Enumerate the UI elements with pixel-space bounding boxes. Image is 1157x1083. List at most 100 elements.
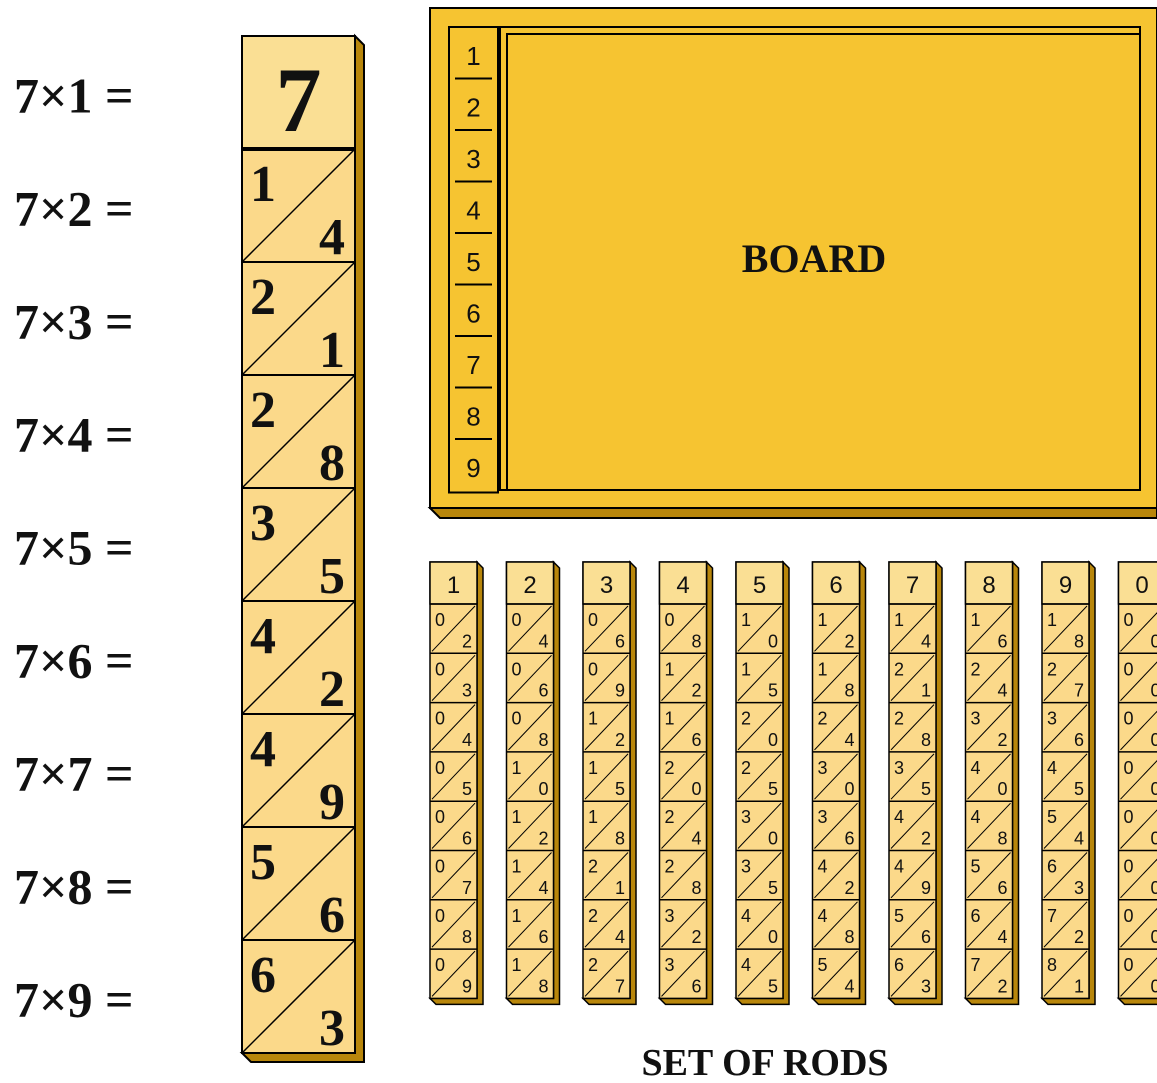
rod-cell-tens: 1 [818, 659, 828, 679]
rod-cell-ones: 2 [462, 631, 472, 651]
big-rod-ones-digit: 4 [319, 209, 345, 266]
big-rod-ones-digit: 6 [319, 887, 345, 944]
rod-cell-ones: 3 [462, 681, 472, 701]
big-rod-ones-digit: 2 [319, 661, 345, 718]
rod-cell-tens: 4 [818, 906, 828, 926]
rod-cell-tens: 2 [588, 857, 598, 877]
rod-cell-tens: 0 [588, 610, 598, 630]
rod-cell-tens: 3 [894, 758, 904, 778]
rod-cell-ones: 2 [538, 829, 548, 849]
rod-cell-tens: 1 [512, 807, 522, 827]
board-row-number: 7 [466, 350, 480, 380]
rod-cell-ones: 1 [921, 681, 931, 701]
rod-cell-tens: 1 [665, 709, 675, 729]
rod-cell-tens: 0 [435, 906, 445, 926]
rod-cell-tens: 3 [971, 709, 981, 729]
rod-head-digit: 3 [600, 572, 613, 599]
rod-cell-ones: 4 [691, 829, 701, 849]
board-row-number: 8 [466, 402, 480, 432]
rod-cell-tens: 2 [1047, 659, 1057, 679]
rod-cell-ones: 1 [615, 878, 625, 898]
rod-cell-tens: 4 [741, 955, 751, 975]
rod-head-digit: 4 [676, 572, 689, 599]
rod-cell-tens: 2 [588, 955, 598, 975]
rod-cell-ones: 0 [997, 779, 1007, 799]
rod-cell-tens: 5 [894, 906, 904, 926]
rod-cell-ones: 6 [691, 976, 701, 996]
rod-cell-ones: 0 [1150, 730, 1157, 750]
rod-head-digit: 2 [523, 572, 536, 599]
big-rod-tens-digit: 6 [250, 947, 276, 1004]
rod-cell-tens: 2 [665, 758, 675, 778]
rod-cell-ones: 7 [462, 878, 472, 898]
rod-cell-ones: 0 [768, 730, 778, 750]
rod-cell-tens: 4 [894, 807, 904, 827]
rod-cell-tens: 3 [818, 807, 828, 827]
rod-cell-ones: 0 [768, 829, 778, 849]
rod-cell-tens: 4 [971, 807, 981, 827]
rod-cell-ones: 5 [1074, 779, 1084, 799]
rod-cell-ones: 4 [462, 730, 472, 750]
rod-cell-tens: 0 [1124, 758, 1134, 778]
rod-cell-ones: 8 [691, 631, 701, 651]
rod-cell-ones: 3 [1074, 878, 1084, 898]
rod-cell-tens: 6 [894, 955, 904, 975]
rod-cell-tens: 0 [435, 610, 445, 630]
rod-cell-tens: 1 [741, 659, 751, 679]
rod-cell-ones: 4 [844, 976, 854, 996]
rod-cell-tens: 0 [1124, 610, 1134, 630]
rod-cell-tens: 1 [512, 857, 522, 877]
board-title: BOARD [742, 236, 886, 281]
rod-cell-tens: 0 [435, 857, 445, 877]
rod-cell-ones: 2 [844, 878, 854, 898]
rod-cell-tens: 1 [512, 955, 522, 975]
rod-head-digit: 0 [1135, 572, 1148, 599]
board-shadow [430, 508, 1157, 518]
rod-cell-tens: 0 [588, 659, 598, 679]
rod-cell-ones: 0 [768, 927, 778, 947]
big-rod-seven: 71421283542495663 [242, 36, 364, 1062]
rod-cell-ones: 0 [1150, 927, 1157, 947]
rod-cell-ones: 5 [768, 878, 778, 898]
rod-cell-ones: 6 [997, 631, 1007, 651]
rod-cell-ones: 8 [462, 927, 472, 947]
equation-label: 7×3 = [14, 294, 133, 350]
equation-labels: 7×1 =7×2 =7×3 =7×4 =7×5 =7×6 =7×7 =7×8 =… [14, 68, 133, 1028]
rod-cell-tens: 0 [665, 610, 675, 630]
rod-cell-tens: 1 [971, 610, 981, 630]
rod-cell-ones: 5 [615, 779, 625, 799]
rod-cell-ones: 6 [691, 730, 701, 750]
rod-cell-tens: 3 [1047, 709, 1057, 729]
rod-head-digit: 8 [982, 572, 995, 599]
rod-cell-tens: 3 [741, 807, 751, 827]
rod-cell-tens: 1 [588, 807, 598, 827]
rod-cell-tens: 0 [1124, 709, 1134, 729]
big-rod-tens-digit: 2 [250, 269, 276, 326]
rod-cell-ones: 5 [462, 779, 472, 799]
rod-cell-ones: 0 [538, 779, 548, 799]
rod-cell-tens: 1 [894, 610, 904, 630]
rod-cell-ones: 8 [691, 878, 701, 898]
rod-cell-tens: 0 [1124, 807, 1134, 827]
equation-label: 7×5 = [14, 520, 133, 576]
rod-cell-ones: 9 [615, 681, 625, 701]
rod-cell-ones: 6 [615, 631, 625, 651]
rod-cell-tens: 3 [741, 857, 751, 877]
rod-cell-tens: 4 [741, 906, 751, 926]
rod-cell-tens: 2 [741, 709, 751, 729]
rod-cell-ones: 5 [768, 779, 778, 799]
big-rod-tens-digit: 5 [250, 834, 276, 891]
rod-cell-ones: 0 [1150, 779, 1157, 799]
rod-cell-ones: 6 [997, 878, 1007, 898]
rod-cell-tens: 0 [1124, 659, 1134, 679]
equation-label: 7×4 = [14, 407, 133, 463]
rod-cell-tens: 3 [818, 758, 828, 778]
rod-head-digit: 1 [447, 572, 460, 599]
rods-title: SET OF RODS [641, 1042, 888, 1083]
board-row-number: 3 [466, 144, 480, 174]
rod-cell-tens: 1 [588, 709, 598, 729]
rod-cell-tens: 1 [741, 610, 751, 630]
board-row-number: 1 [466, 41, 480, 71]
rod-cell-ones: 3 [921, 976, 931, 996]
rod-cell-tens: 0 [1124, 906, 1134, 926]
